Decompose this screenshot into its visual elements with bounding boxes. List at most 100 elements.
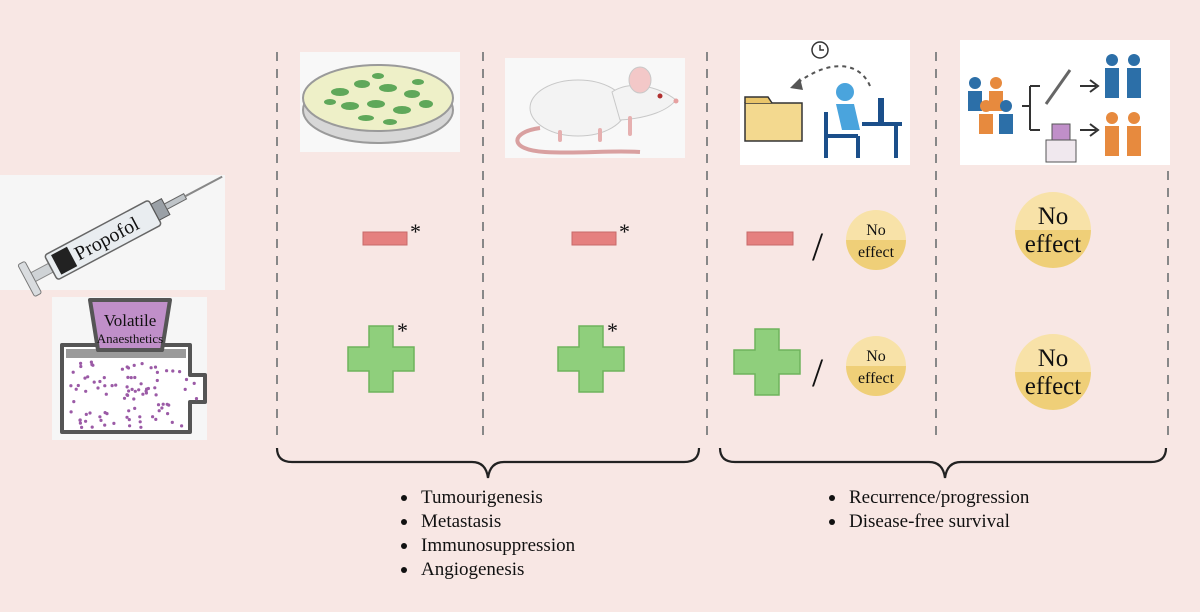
vapour-dot xyxy=(133,406,137,410)
vapour-dot xyxy=(99,418,103,422)
vapour-dot xyxy=(71,370,75,374)
vapour-dot xyxy=(183,387,187,391)
vapour-dot xyxy=(69,384,73,388)
vapour-dot xyxy=(88,411,92,415)
vapour-dot xyxy=(137,388,141,392)
vapour-dot xyxy=(194,397,199,401)
vapour-dot xyxy=(165,402,169,406)
no-effect-badge: No effect xyxy=(846,210,906,270)
svg-text:No: No xyxy=(866,222,886,239)
vapour-dot xyxy=(126,375,130,379)
vapour-dot xyxy=(151,415,155,419)
vapour-dot xyxy=(78,421,82,425)
petri-dish-icon xyxy=(300,52,460,152)
outcome-item: Recurrence/progression xyxy=(825,486,1029,510)
vapour-dot xyxy=(146,386,150,391)
vapour-dot xyxy=(170,420,174,424)
outcome-item: Angiogenesis xyxy=(397,558,575,582)
vapour-dot xyxy=(192,381,196,385)
volatile-vaporizer-icon: Volatile Anaesthetics xyxy=(52,297,207,440)
vapour-dot xyxy=(74,387,78,391)
vapour-dot xyxy=(166,412,170,416)
preclinical-outcomes-list: Tumourigenesis Metastasis Immunosuppress… xyxy=(397,486,575,582)
star-mark: * xyxy=(619,219,630,244)
vapour-dot xyxy=(96,386,100,390)
propofol-in-vivo-minus: * xyxy=(571,219,630,246)
vapour-dot xyxy=(140,362,144,366)
vapour-dot xyxy=(90,362,94,367)
svg-text:effect: effect xyxy=(1025,231,1081,258)
svg-text:effect: effect xyxy=(1025,373,1081,400)
vapour-dot xyxy=(127,418,131,422)
vapour-dot xyxy=(98,379,102,384)
vapour-dot xyxy=(125,393,129,397)
vapour-dot xyxy=(127,389,131,393)
column-dividers xyxy=(276,52,1169,442)
vapour-dot xyxy=(84,412,88,416)
svg-text:No: No xyxy=(866,348,886,365)
vapour-dot xyxy=(103,411,107,415)
clinical-brace xyxy=(718,447,1168,479)
vapour-dot xyxy=(155,370,159,374)
vapour-dot xyxy=(156,403,161,407)
vapour-dot xyxy=(127,409,131,413)
rat-icon xyxy=(505,58,685,158)
vapour-dot xyxy=(84,389,88,393)
vapour-dot xyxy=(133,389,137,393)
vapour-dot xyxy=(153,386,157,390)
vapour-dot xyxy=(69,410,73,414)
preclinical-brace xyxy=(275,447,701,479)
svg-text:No: No xyxy=(1038,345,1069,372)
vapour-dot xyxy=(89,360,93,364)
vapour-dot xyxy=(138,420,142,424)
svg-text:No: No xyxy=(1038,203,1069,230)
vapour-dot xyxy=(133,375,137,380)
volatile-in-vivo-plus: * xyxy=(557,318,625,393)
svg-text:effect: effect xyxy=(858,370,895,387)
vapour-dot xyxy=(132,397,136,401)
vapour-dot xyxy=(160,406,164,410)
vapour-dot xyxy=(161,402,165,406)
volatile-label-line1: Volatile xyxy=(104,311,157,330)
vapour-dot xyxy=(114,383,118,387)
randomized-trial-icon xyxy=(960,40,1170,165)
vapour-dot xyxy=(178,370,182,374)
vapour-dot xyxy=(112,421,116,425)
clinical-outcomes-list: Recurrence/progression Disease-free surv… xyxy=(825,486,1029,534)
vapour-dot xyxy=(92,380,96,384)
vapour-dot xyxy=(155,378,159,383)
vapour-dot xyxy=(86,375,90,379)
star-mark: * xyxy=(397,318,408,343)
propofol-retrospective-result: / No effect xyxy=(746,210,906,270)
vapour-dot xyxy=(122,396,127,400)
volatile-rct-no-effect-badge: No effect xyxy=(1015,334,1091,410)
vapour-dot xyxy=(120,367,124,371)
svg-text:effect: effect xyxy=(858,244,895,261)
propofol-rct-no-effect-badge: No effect xyxy=(1015,192,1091,268)
slash-separator: / xyxy=(812,224,824,269)
vapour-dot xyxy=(125,415,129,419)
no-effect-badge: No effect xyxy=(846,336,906,396)
vapour-dot xyxy=(141,392,145,396)
retrospective-study-icon xyxy=(740,40,910,165)
outcome-item: Immunosuppression xyxy=(397,534,575,558)
vapour-dot xyxy=(180,424,184,428)
propofol-in-vitro-minus: * xyxy=(362,219,421,246)
vapour-dot xyxy=(72,400,76,404)
vapour-dot xyxy=(184,377,189,382)
vapour-dot xyxy=(154,417,158,421)
outcome-item: Tumourigenesis xyxy=(397,486,575,510)
vapour-dot xyxy=(125,385,129,389)
vapour-dot xyxy=(153,365,158,369)
vapour-dot xyxy=(138,415,142,419)
vapour-dot xyxy=(154,393,158,397)
vapour-dot xyxy=(103,384,107,388)
vapour-dot xyxy=(139,382,143,386)
vapour-dot xyxy=(110,384,114,388)
vapour-dot xyxy=(125,365,129,369)
vapour-dot xyxy=(130,387,134,391)
outcome-item: Disease-free survival xyxy=(825,510,1029,534)
star-mark: * xyxy=(410,219,421,244)
vapour-dot xyxy=(171,369,175,373)
